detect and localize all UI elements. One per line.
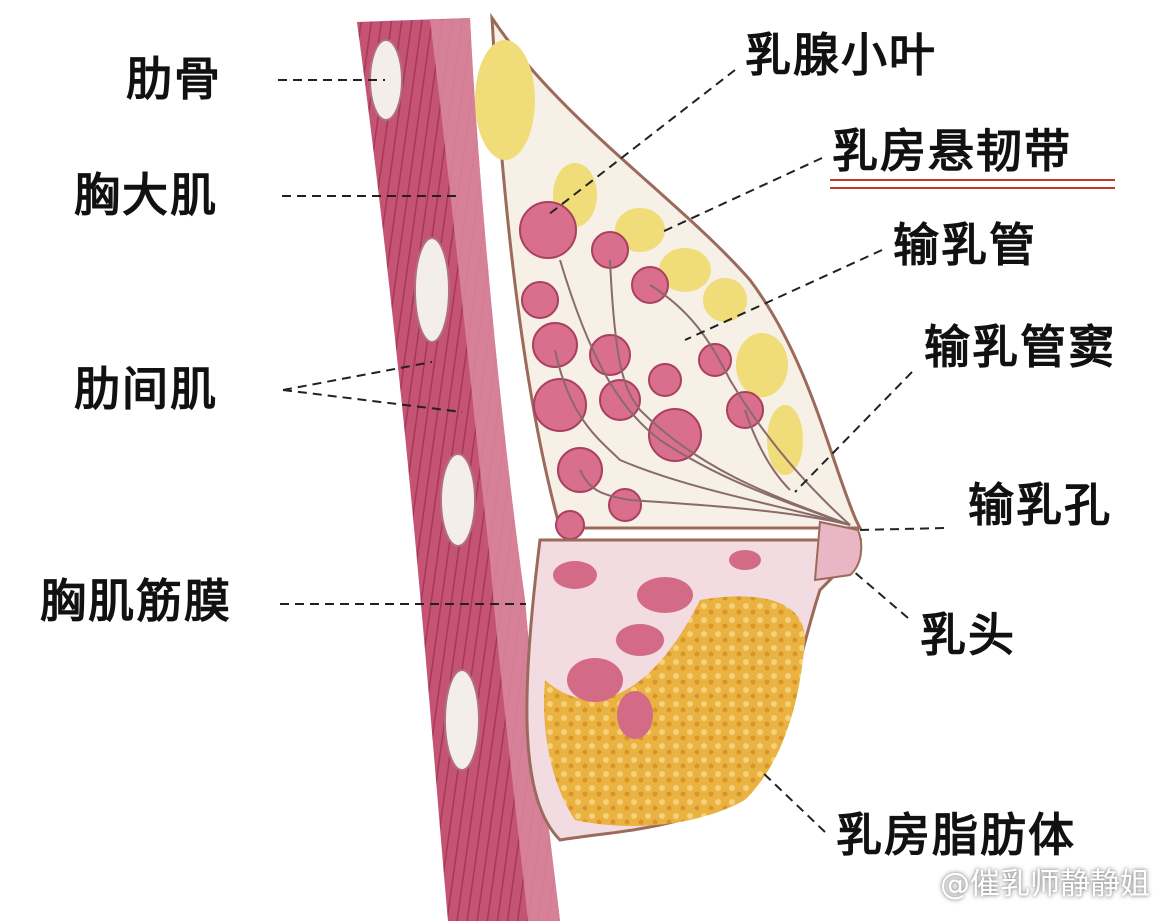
label-suspensory-ligament: 乳房悬韧带 xyxy=(832,124,1072,178)
leader-fat xyxy=(759,769,826,833)
leader-sinus xyxy=(794,371,913,493)
lobule xyxy=(532,322,578,368)
label-lobule: 乳腺小叶 xyxy=(745,28,937,82)
lobule xyxy=(648,363,682,397)
leader-duct xyxy=(684,249,883,341)
lobule xyxy=(648,408,702,462)
leader-lines xyxy=(278,69,945,833)
fat-lobe xyxy=(615,208,665,252)
label-pectoral-fascia: 胸肌筋膜 xyxy=(40,574,232,628)
lobule xyxy=(608,488,642,522)
leader-intercostal-a xyxy=(282,361,433,391)
watermark: @催乳师静静姐 xyxy=(940,867,1150,902)
lactiferous-ducts xyxy=(554,259,851,526)
lobule xyxy=(519,201,577,259)
lobule xyxy=(533,378,587,432)
lower-gland-patches xyxy=(553,550,761,739)
label-underline xyxy=(830,179,1115,189)
leader-opening xyxy=(859,527,945,531)
label-intercostal: 肋间肌 xyxy=(74,362,218,416)
fat-lobe xyxy=(703,278,747,322)
fat-lobe xyxy=(767,405,803,475)
fat-body xyxy=(544,596,805,826)
rib-4 xyxy=(444,669,480,771)
label-duct-opening: 输乳孔 xyxy=(968,478,1112,532)
leader-lobule xyxy=(547,69,736,216)
label-pectoralis-major: 胸大肌 xyxy=(74,168,218,222)
label-lactiferous-sinus: 输乳管窦 xyxy=(924,320,1116,374)
fat-lobe xyxy=(659,248,711,292)
rib-2 xyxy=(414,237,450,343)
rib-3 xyxy=(440,453,476,547)
label-fat-body: 乳房脂肪体 xyxy=(836,808,1076,862)
label-rib: 肋骨 xyxy=(126,52,222,106)
label-nipple: 乳头 xyxy=(920,608,1016,662)
lobule xyxy=(521,281,559,319)
breast xyxy=(475,12,863,842)
fat-lobe xyxy=(475,40,535,160)
fat-lobe xyxy=(736,333,788,397)
leader-intercostal-b xyxy=(282,389,463,413)
label-lactiferous-duct: 输乳管 xyxy=(893,218,1037,272)
leader-nipple xyxy=(851,569,909,619)
nipple-shape xyxy=(813,520,863,582)
lobule xyxy=(555,510,585,540)
